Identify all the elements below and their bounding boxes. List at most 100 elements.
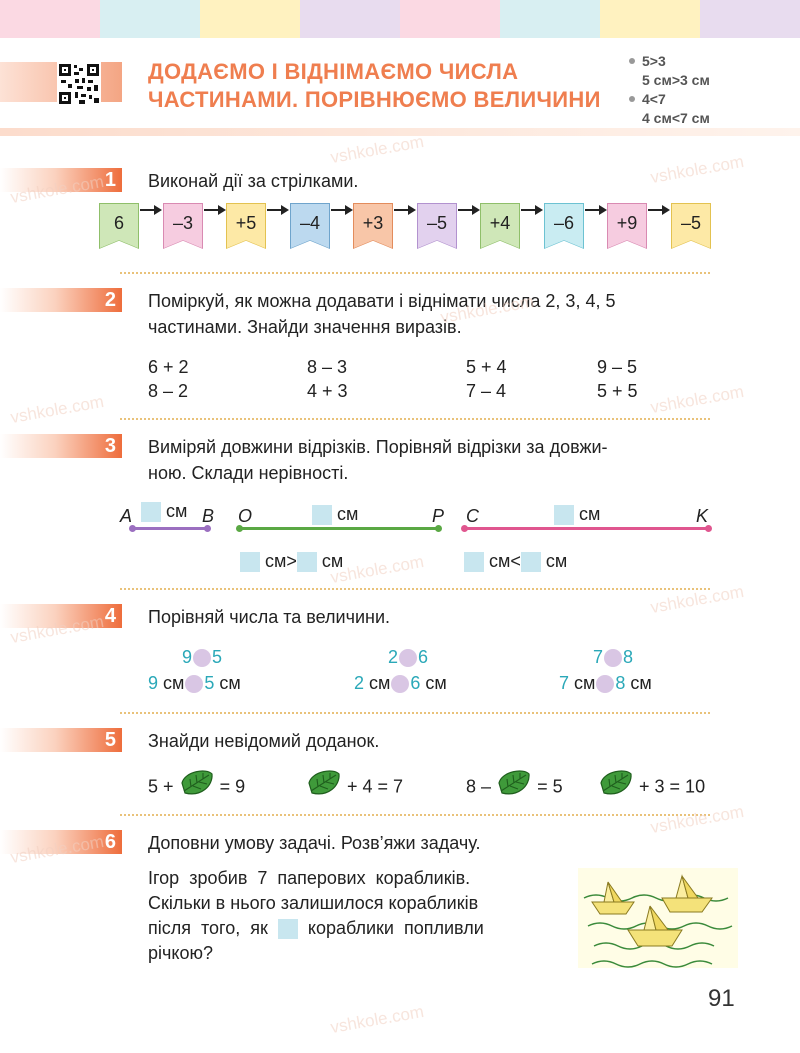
flag: –4	[291, 204, 329, 248]
reminder-row: 5>3	[626, 52, 710, 71]
endpoint	[129, 525, 136, 532]
endpoint	[705, 525, 712, 532]
task-3-line: Виміряй довжини відрізків. Порівняй відр…	[148, 437, 608, 457]
dotted-separator	[120, 272, 710, 274]
number: 8	[623, 647, 634, 667]
header-divider	[0, 128, 800, 136]
watermark: vshkole.com	[328, 1001, 426, 1038]
number: 9	[182, 647, 193, 667]
flag: –5	[672, 204, 710, 248]
arrow-icon	[140, 205, 162, 215]
top-color-stripes	[0, 0, 800, 38]
answer-box[interactable]	[240, 552, 260, 573]
title-line-2: ЧАСТИНАМИ. ПОРІВНЮЄМО ВЕЛИЧИНИ	[148, 87, 601, 112]
answer-box[interactable]	[141, 502, 161, 523]
unit: см	[265, 551, 287, 571]
task-3-line: ною. Склади нерівності.	[148, 463, 349, 483]
task-number-tab: 5	[0, 728, 122, 752]
paper-boats-illustration	[578, 868, 738, 968]
point-label-p: P	[432, 506, 445, 526]
problem-line: після того, як кораблики попливли	[148, 916, 558, 941]
leaf-icon[interactable]	[179, 768, 215, 807]
page-title: ДОДАЄМО І ВІДНІМАЄМО ЧИСЛА ЧАСТИНАМИ. ПО…	[148, 58, 628, 114]
expression: 8 – 3	[307, 357, 348, 377]
equation-part: = 9	[219, 776, 246, 797]
compare-circle[interactable]	[399, 649, 418, 668]
value: 5 см	[204, 673, 241, 693]
expression: 4 + 3	[307, 381, 348, 401]
arrow-icon	[521, 205, 543, 215]
problem-line: Ігор зробив 7 паперових корабликів.	[148, 868, 471, 888]
inequality-greater: см> см	[240, 550, 344, 573]
dotted-separator	[120, 712, 710, 714]
reminder-text: 5 см>3 см	[642, 72, 710, 88]
compare-circle[interactable]	[391, 675, 410, 694]
compare-circle[interactable]	[596, 675, 615, 694]
task-number: 1	[104, 169, 116, 191]
task-number: 3	[104, 435, 116, 457]
expression: 9 – 5	[597, 357, 638, 377]
page-number: 91	[708, 985, 735, 1012]
task-1-text: Виконай дії за стрілками.	[148, 171, 359, 191]
qr-code-icon[interactable]	[57, 62, 101, 106]
task-number-tab: 2	[0, 288, 122, 312]
unit: см	[545, 551, 568, 571]
blank-length-ck[interactable]: см	[554, 503, 601, 526]
problem-text-part: кораблики попливли	[307, 918, 484, 938]
answer-box[interactable]	[277, 919, 298, 940]
endpoint	[236, 525, 243, 532]
task-2-text: Поміркуй, як можна додавати і віднімати …	[148, 288, 615, 340]
flag: +9	[608, 204, 646, 248]
stripe	[400, 0, 500, 38]
stripe	[500, 0, 600, 38]
watermark: vshkole.com	[328, 551, 426, 588]
stripe	[300, 0, 400, 38]
reminder-row: 5 см>3 см	[626, 71, 710, 90]
task-5-text: Знайди невідомий доданок.	[148, 731, 380, 751]
bullet-icon	[629, 96, 635, 102]
endpoint	[204, 525, 211, 532]
leaf-icon[interactable]	[306, 768, 342, 807]
flag: –6	[545, 204, 583, 248]
dotted-separator	[120, 814, 710, 816]
arrow-icon	[394, 205, 416, 215]
value: 2 см	[354, 673, 391, 693]
answer-box[interactable]	[554, 505, 574, 526]
answer-box[interactable]	[312, 505, 332, 526]
segment-ab	[129, 525, 211, 532]
endpoint	[461, 525, 468, 532]
bullet-icon	[629, 58, 635, 64]
number: 6	[418, 647, 429, 667]
equation: 5 + = 9	[148, 768, 245, 807]
unit: см	[321, 551, 344, 571]
compare-circle[interactable]	[604, 649, 623, 668]
point-label-k: K	[696, 506, 709, 526]
equation: + 3 = 10	[598, 768, 705, 807]
equation-part: = 5	[537, 776, 563, 797]
task-number: 5	[104, 729, 116, 751]
arrow-icon	[204, 205, 226, 215]
number: 2	[388, 647, 399, 667]
answer-box[interactable]	[296, 552, 317, 573]
flag: –5	[418, 204, 456, 248]
watermark: vshkole.com	[648, 801, 746, 838]
compare-circle[interactable]	[185, 675, 204, 694]
number: 7	[593, 647, 604, 667]
blank-length-ab[interactable]: см	[141, 500, 187, 523]
title-line-1: ДОДАЄМО І ВІДНІМАЄМО ЧИСЛА	[148, 59, 519, 84]
answer-box[interactable]	[464, 552, 484, 573]
watermark: vshkole.com	[648, 151, 746, 188]
reminder-text: 4 см<7 см	[642, 110, 710, 126]
leaf-icon[interactable]	[496, 768, 532, 807]
answer-box[interactable]	[520, 552, 541, 573]
flag: 6	[100, 204, 138, 248]
task-4-text: Порівняй числа та величини.	[148, 607, 391, 627]
unit: см	[579, 504, 601, 524]
compare-circle[interactable]	[193, 649, 212, 668]
leaf-icon[interactable]	[598, 768, 634, 807]
blank-length-op[interactable]: см	[312, 503, 358, 526]
